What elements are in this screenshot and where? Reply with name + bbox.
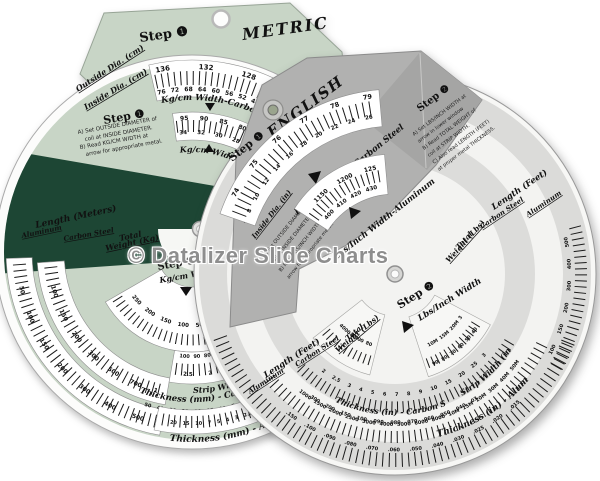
metric-length-aluminum-ticks	[12, 263, 158, 428]
english-weight-right-ticks	[425, 318, 482, 368]
metric-down-arrow-icon	[205, 103, 215, 111]
metric-up-arrow-icon	[204, 144, 214, 152]
english-weight-left-fan	[312, 299, 386, 376]
metric-hang-hole	[211, 9, 231, 29]
english-step2-arrow-icon	[402, 321, 414, 333]
english-aluminum-arrow-icon	[349, 207, 361, 219]
metric-step2-arrow-icon	[180, 287, 192, 296]
metric-total-weight-ticks	[112, 295, 214, 346]
english-weight-left-ticks	[322, 328, 372, 366]
metric-length-aluminum-band	[5, 257, 165, 436]
english-cover-seam	[419, 52, 427, 169]
english-diameter-window	[219, 89, 383, 227]
english-carbon-arrow-icon	[308, 171, 321, 184]
english-center-grommet-hole	[390, 269, 400, 279]
english-strip-ticks	[297, 337, 515, 413]
metric-length-carbon-band	[36, 260, 171, 406]
metric-total-weight-label: Total	[118, 229, 142, 243]
english-hang-grommet-hole	[267, 104, 279, 116]
english-weight-right-fan	[408, 294, 491, 378]
metric-step1-tab-heading: Step ❶	[138, 24, 189, 46]
watermark: © Datalizer Slide Charts	[128, 243, 389, 268]
english-lbs-window	[293, 154, 389, 231]
